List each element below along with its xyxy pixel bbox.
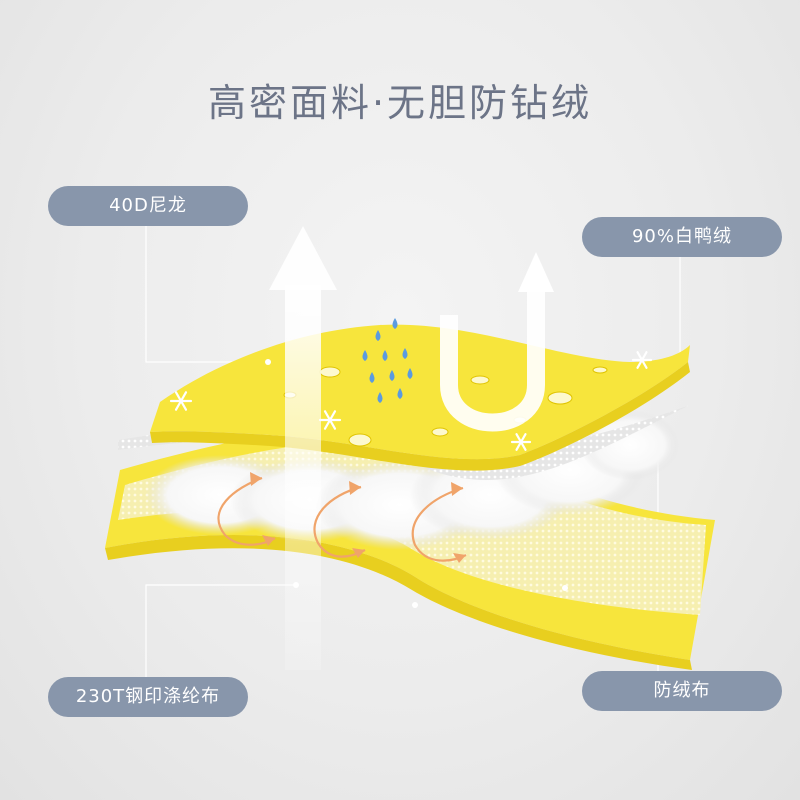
u-turn-arrow-icon <box>440 252 554 432</box>
label-down-proof: 防绒布 <box>582 671 782 711</box>
water-beads <box>283 366 608 447</box>
water-drop-icon <box>382 350 388 361</box>
up-arrow-icon <box>269 226 337 670</box>
water-drop-icon <box>389 370 395 381</box>
water-drop-icon <box>392 318 398 329</box>
snowflake-icon <box>169 391 193 411</box>
water-drop-icon <box>375 330 381 341</box>
water-drop-icon <box>397 388 403 399</box>
snowflake-icon <box>318 410 342 430</box>
water-drop-icon <box>369 372 375 383</box>
label-lining: 230T钢印涤纶布 <box>48 677 248 717</box>
water-drop-icon <box>407 368 413 379</box>
snowflake-icon <box>510 433 532 451</box>
label-filling: 90%白鸭绒 <box>582 217 782 257</box>
water-drop-icon <box>362 350 368 361</box>
page-title: 高密面料·无胆防钻绒 <box>207 81 593 125</box>
label-outer-shell: 40D尼龙 <box>48 186 248 226</box>
curved-arrow-icon <box>313 481 366 558</box>
curved-arrow-icon <box>411 482 467 563</box>
water-drop-icon <box>377 392 383 403</box>
snowflake-icon <box>631 351 653 369</box>
water-drop-icon <box>402 348 408 359</box>
curved-arrow-icon <box>217 472 276 546</box>
